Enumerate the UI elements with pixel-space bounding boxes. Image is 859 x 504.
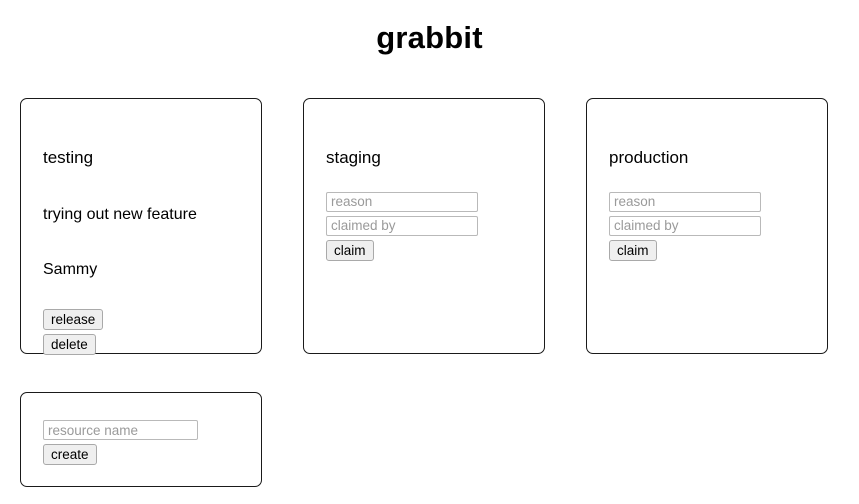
- resource-card-grid: testing trying out new feature Sammy rel…: [20, 98, 828, 355]
- claimed-by-input[interactable]: [326, 215, 478, 236]
- resource-name: staging: [326, 148, 381, 167]
- create-resource-card: create: [20, 392, 262, 487]
- reason-input[interactable]: [609, 191, 761, 212]
- claim-button[interactable]: claim: [326, 239, 374, 261]
- create-button[interactable]: create: [43, 444, 97, 465]
- resource-card-production: production claim: [586, 98, 828, 354]
- resource-name: production: [609, 148, 689, 167]
- resource-reason: trying out new feature: [43, 205, 197, 223]
- page-title: grabbit: [376, 20, 483, 55]
- resource-card-staging: staging claim: [303, 98, 545, 354]
- reason-input[interactable]: [326, 191, 478, 212]
- resource-claimed-by: Sammy: [43, 261, 98, 279]
- claim-form: claim: [609, 191, 805, 261]
- resource-name-input[interactable]: [43, 420, 198, 440]
- create-form: create: [43, 420, 239, 465]
- resource-name: testing: [43, 148, 94, 167]
- release-button[interactable]: release: [43, 308, 104, 330]
- delete-button[interactable]: delete: [43, 333, 96, 355]
- claimed-by-input[interactable]: [609, 215, 761, 236]
- resource-card-testing: testing trying out new feature Sammy rel…: [20, 98, 262, 355]
- claim-button[interactable]: claim: [609, 239, 657, 261]
- claim-form: claim: [326, 191, 522, 261]
- resource-actions: release delete: [43, 308, 239, 355]
